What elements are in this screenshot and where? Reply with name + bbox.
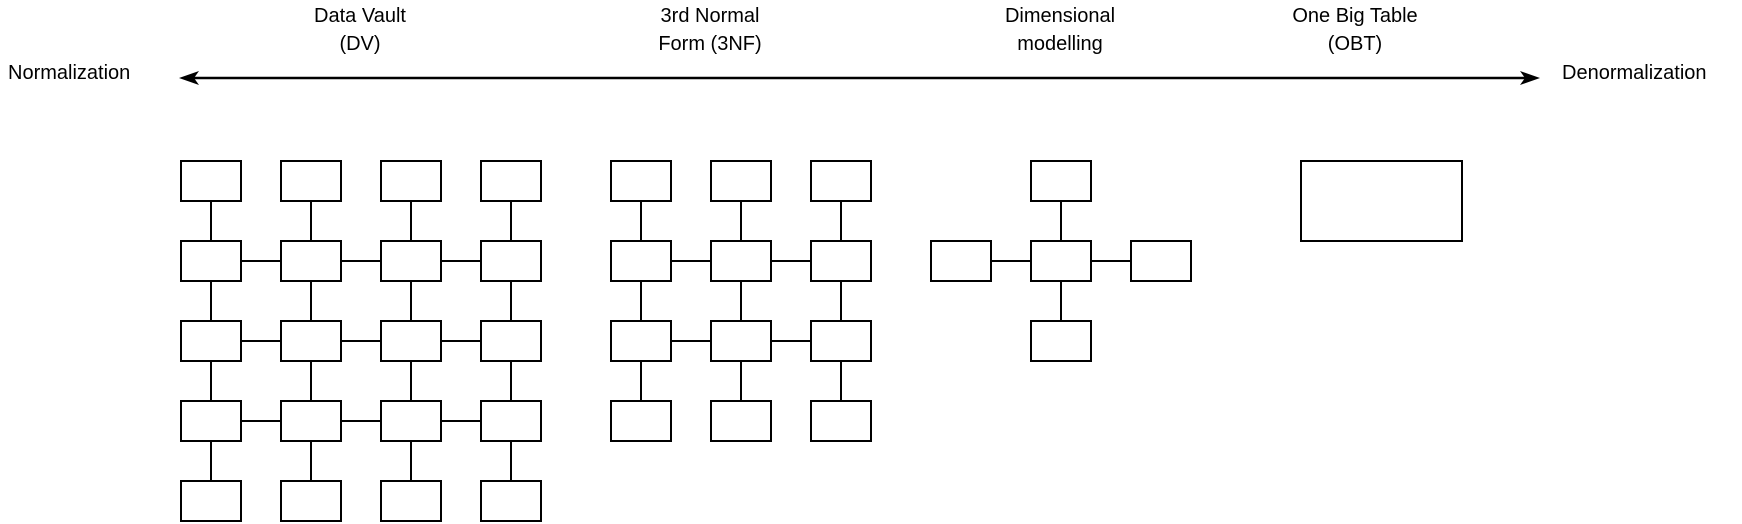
schema-table-box <box>480 320 542 362</box>
schema-table-box <box>380 480 442 522</box>
schema-table-box <box>1030 160 1092 202</box>
category-label-dimensional: Dimensional modelling <box>1005 2 1115 58</box>
schema-table-box <box>810 320 872 362</box>
data-vault-schema <box>180 160 542 522</box>
schema-table-box <box>1030 320 1092 362</box>
one-big-table-schema <box>1300 160 1463 242</box>
schema-table-box <box>380 320 442 362</box>
schema-table-box <box>480 480 542 522</box>
normalization-label: Normalization <box>8 62 131 84</box>
schema-table-box <box>480 240 542 282</box>
category-label-line: modelling <box>1017 33 1103 55</box>
schema-table-box <box>480 400 542 442</box>
category-label-data-vault: Data Vault (DV) <box>314 2 406 58</box>
schema-table-box <box>710 240 772 282</box>
schema-table-box <box>1130 240 1192 282</box>
schema-table-box <box>710 400 772 442</box>
category-label-line: One Big Table <box>1292 5 1418 27</box>
schema-table-box <box>380 160 442 202</box>
schema-table-box <box>610 320 672 362</box>
schema-table-box <box>810 400 872 442</box>
dimensional-star-schema <box>930 160 1192 362</box>
schema-table-box <box>380 240 442 282</box>
schema-table-box <box>1300 160 1463 242</box>
schema-table-box <box>180 400 242 442</box>
denormalization-label: Denormalization <box>1562 62 1707 84</box>
schema-table-box <box>610 160 672 202</box>
schema-table-box <box>1030 240 1092 282</box>
category-label-line: Form (3NF) <box>658 33 762 55</box>
third-normal-form-schema <box>610 160 872 442</box>
spectrum-arrowhead-left <box>179 71 199 85</box>
schema-table-box <box>280 400 342 442</box>
schema-table-box <box>280 160 342 202</box>
category-label-line: Dimensional <box>1004 5 1116 27</box>
schema-table-box <box>280 320 342 362</box>
schema-table-box <box>710 320 772 362</box>
schema-table-box <box>280 480 342 522</box>
schema-table-box <box>180 160 242 202</box>
category-label-line: (OBT) <box>1327 33 1383 55</box>
schema-table-box <box>180 480 242 522</box>
category-label-line: Data Vault <box>314 5 406 27</box>
spectrum-arrowhead-right <box>1520 71 1540 85</box>
schema-table-box <box>610 400 672 442</box>
schema-table-box <box>810 240 872 282</box>
schema-table-box <box>610 240 672 282</box>
category-label-3nf: 3rd Normal Form (3NF) <box>658 2 761 58</box>
category-label-line: (DV) <box>339 33 381 55</box>
schema-table-box <box>810 160 872 202</box>
schema-table-box <box>710 160 772 202</box>
schema-table-box <box>280 240 342 282</box>
schema-table-box <box>480 160 542 202</box>
schema-table-box <box>180 320 242 362</box>
schema-table-box <box>380 400 442 442</box>
category-label-obt: One Big Table (OBT) <box>1292 2 1417 58</box>
category-label-line: 3rd Normal <box>660 5 760 27</box>
schema-table-box <box>180 240 242 282</box>
spectrum-arrow <box>179 71 1540 85</box>
schema-table-box <box>930 240 992 282</box>
